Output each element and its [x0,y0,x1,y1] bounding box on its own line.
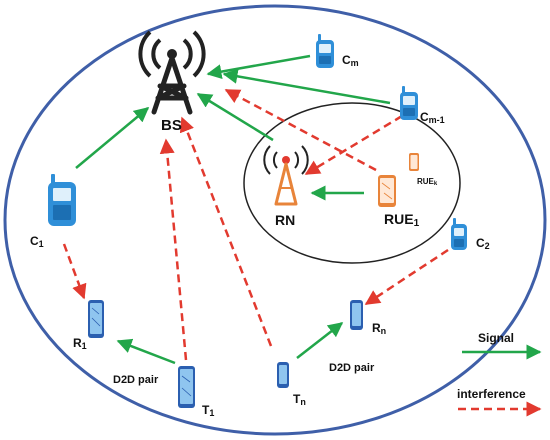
interference-c2-to-rn [364,248,449,306]
d2d-pair-label-left: D2D pair [113,374,159,386]
rue1-label: RUE1 [384,211,420,229]
signal-cm-to-bs [206,54,311,80]
smartphone-icon [178,366,195,408]
smartphone-icon [277,362,289,388]
tn-label: Tn [293,392,306,407]
mobile-phone-icon [451,218,467,250]
interference-c1-to-r1 [62,243,87,300]
legend: Signal interference [457,331,542,417]
smartphone-icon [88,300,104,338]
r1-label: R1 [73,336,87,351]
c2-label: C2 [476,236,490,251]
signal-rn-to-bs [196,92,274,142]
relay-zone [243,102,461,264]
cell-boundary [3,4,547,436]
d2d-pair-label-right: D2D pair [329,362,375,374]
signal-tn-to-rn [296,322,344,359]
smartphone-icon [378,175,396,207]
mobile-phone-icon [400,86,418,120]
mobile-phone-icon [48,174,76,226]
interference-cm1-to-rn [304,114,403,176]
c1-label: C1 [30,234,44,249]
signal-links [75,54,391,365]
signal-t1-to-r1 [116,338,176,365]
smartphone-icon [409,153,419,171]
smartphone-icon [350,300,363,330]
signal-cm1-to-bs [222,68,391,105]
interference-rue1-to-bs [224,88,377,172]
interference-t1-to-bs [159,138,188,361]
cm1-label: Cm-1 [420,110,445,125]
interference-tn-to-bs [179,116,273,347]
t1-label: T1 [202,403,214,418]
rn-label: RN [275,212,295,228]
legend-interference-label: interference [457,387,526,401]
bs-label: BS [161,117,182,134]
legend-signal-label: Signal [478,331,514,345]
mobile-phone-icon [316,34,334,68]
signal-c1-to-bs [75,107,150,169]
relay-antenna-icon [263,145,309,206]
antenna-tower-icon [138,30,206,115]
interference-links [62,88,449,361]
cm-label: Cm [342,53,359,68]
rn-rx-label: Rn [372,321,386,336]
rue-k-label: RUEk [417,177,438,187]
